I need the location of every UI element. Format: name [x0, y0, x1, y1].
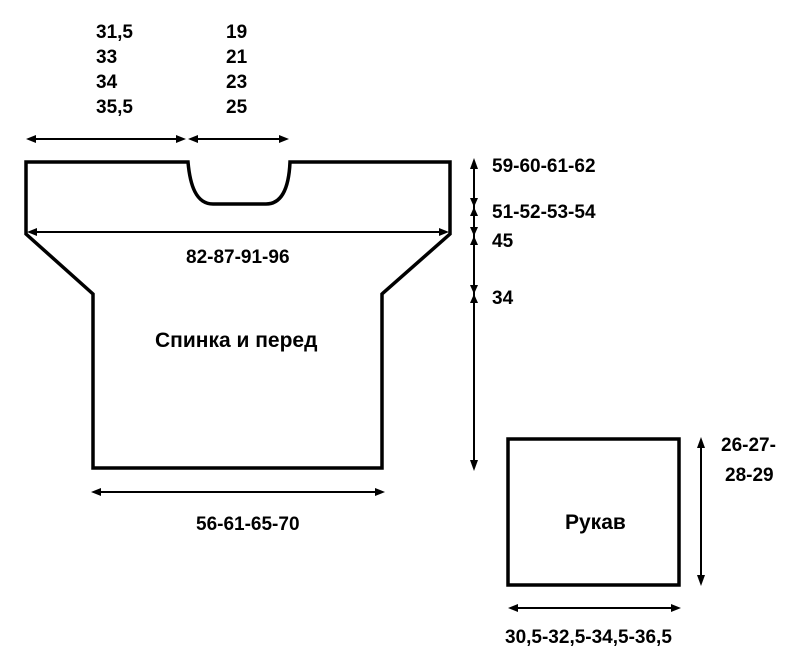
length-2-label: 51-52-53-54	[492, 202, 596, 223]
sleeve-height-label-line2: 28-29	[725, 465, 774, 486]
neck-dimension-line	[188, 135, 289, 143]
shoulder-width-size-2: 33	[96, 47, 117, 68]
sleeve-height-label-line1: 26-27-	[721, 435, 776, 456]
neck-width-size-1: 19	[226, 22, 247, 43]
sleeve-width-dimension-line	[508, 604, 681, 612]
hem-dimension-line	[91, 488, 385, 496]
hem-width-label: 56-61-65-70	[196, 514, 300, 535]
length-3-label: 45	[492, 231, 514, 252]
chest-dimension-line	[27, 228, 449, 236]
sleeve-piece-outline	[506, 437, 681, 587]
total-length-label: 59-60-61-62	[492, 156, 596, 177]
shoulder-width-size-4: 35,5	[96, 97, 133, 118]
neck-width-size-3: 23	[226, 72, 247, 93]
neck-width-size-2: 21	[226, 47, 248, 68]
length-4-label: 34	[492, 288, 514, 309]
body-piece-title: Спинка и перед	[155, 329, 317, 352]
shoulder-width-size-1: 31,5	[96, 22, 133, 43]
sleeve-piece-title: Рукав	[565, 511, 626, 534]
neck-width-size-4: 25	[226, 97, 248, 118]
shoulder-dimension-line	[26, 135, 186, 143]
sleeve-height-dimension-line	[697, 437, 705, 586]
chest-width-label: 82-87-91-96	[186, 247, 290, 268]
shoulder-width-size-3: 34	[96, 72, 118, 93]
sleeve-width-label: 30,5-32,5-34,5-36,5	[505, 627, 672, 648]
body-piece-outline	[24, 160, 452, 470]
length-dimension-line	[470, 158, 478, 471]
